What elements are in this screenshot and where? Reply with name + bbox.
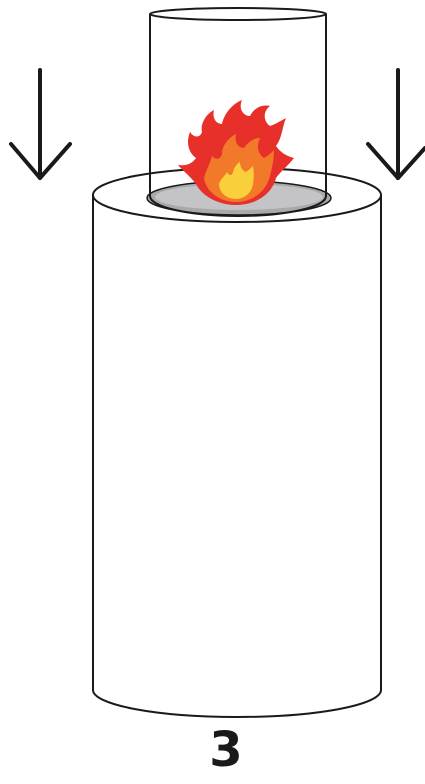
glass-chimney-bottom-rim [149, 195, 327, 217]
down-arrow-icon [9, 68, 72, 180]
base-cylinder [92, 167, 382, 718]
glass-chimney [149, 7, 327, 217]
base-cylinder-body [92, 195, 382, 718]
step-number: 3 [209, 722, 243, 778]
flame-icon [178, 100, 294, 205]
glass-chimney-top-rim [149, 7, 327, 21]
flame-inner [219, 162, 254, 199]
down-arrow-icon [366, 68, 425, 180]
